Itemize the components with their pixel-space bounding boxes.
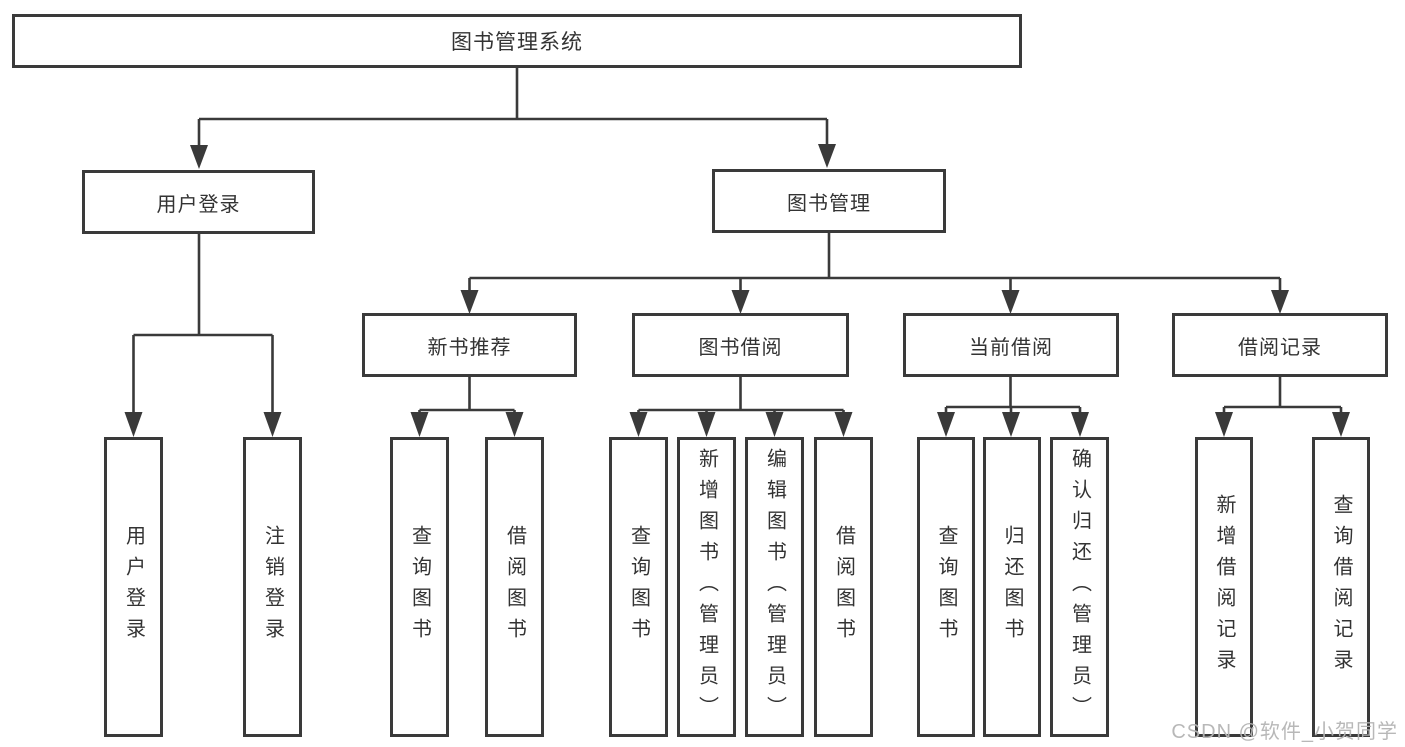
node-leaf-logout: 注销登录 bbox=[243, 437, 302, 737]
node-leaf-query-books-current: 查询图书 bbox=[917, 437, 975, 737]
node-label: 借阅图书 bbox=[832, 525, 855, 649]
node-label: 查询图书 bbox=[627, 525, 650, 649]
node-current-borrowing: 当前借阅 bbox=[903, 313, 1119, 377]
node-label: 图书管理 bbox=[787, 192, 871, 215]
node-label: 查询图书 bbox=[408, 525, 431, 649]
node-leaf-return-books: 归还图书 bbox=[983, 437, 1041, 737]
node-leaf-borrow-books-recommend: 借阅图书 bbox=[485, 437, 544, 737]
node-leaf-query-books-recommend: 查询图书 bbox=[390, 437, 449, 737]
node-label: 查询借阅记录 bbox=[1330, 494, 1352, 680]
node-leaf-confirm-return-admin: 确认归还（管理员） bbox=[1050, 437, 1109, 737]
node-label: 借阅记录 bbox=[1238, 336, 1322, 359]
node-label: 注销登录 bbox=[261, 525, 284, 649]
node-label: 借阅图书 bbox=[503, 525, 526, 649]
node-leaf-add-books-admin: 新增图书（管理员） bbox=[677, 437, 736, 737]
node-leaf-edit-books-admin: 编辑图书（管理员） bbox=[745, 437, 804, 737]
node-label: 用户登录 bbox=[156, 193, 241, 216]
node-new-book-recommend: 新书推荐 bbox=[362, 313, 577, 377]
node-label: 用户登录 bbox=[122, 525, 145, 649]
node-leaf-query-borrow-record: 查询借阅记录 bbox=[1312, 437, 1370, 737]
node-leaf-add-borrow-record: 新增借阅记录 bbox=[1195, 437, 1253, 737]
node-label: 新增借阅记录 bbox=[1213, 494, 1235, 680]
node-book-borrowing: 图书借阅 bbox=[632, 313, 849, 377]
node-label: 编辑图书（管理员） bbox=[763, 447, 786, 727]
node-label: 图书管理系统 bbox=[451, 31, 583, 54]
node-label: 确认归还（管理员） bbox=[1068, 447, 1091, 727]
node-user-login: 用户登录 bbox=[82, 170, 315, 234]
node-borrow-records: 借阅记录 bbox=[1172, 313, 1388, 377]
node-label: 当前借阅 bbox=[969, 336, 1053, 359]
node-label: 新增图书（管理员） bbox=[695, 447, 718, 727]
node-library-system: 图书管理系统 bbox=[12, 14, 1022, 68]
node-leaf-user-login: 用户登录 bbox=[104, 437, 163, 737]
node-book-management: 图书管理 bbox=[712, 169, 946, 233]
node-leaf-query-books-borrowing: 查询图书 bbox=[609, 437, 668, 737]
node-label: 图书借阅 bbox=[698, 336, 783, 359]
node-leaf-borrow-books: 借阅图书 bbox=[814, 437, 873, 737]
node-label: 新书推荐 bbox=[427, 336, 512, 359]
node-label: 查询图书 bbox=[935, 525, 957, 649]
node-label: 归还图书 bbox=[1001, 525, 1023, 649]
csdn-watermark: CSDN @软件_小贺同学 bbox=[1171, 721, 1398, 743]
